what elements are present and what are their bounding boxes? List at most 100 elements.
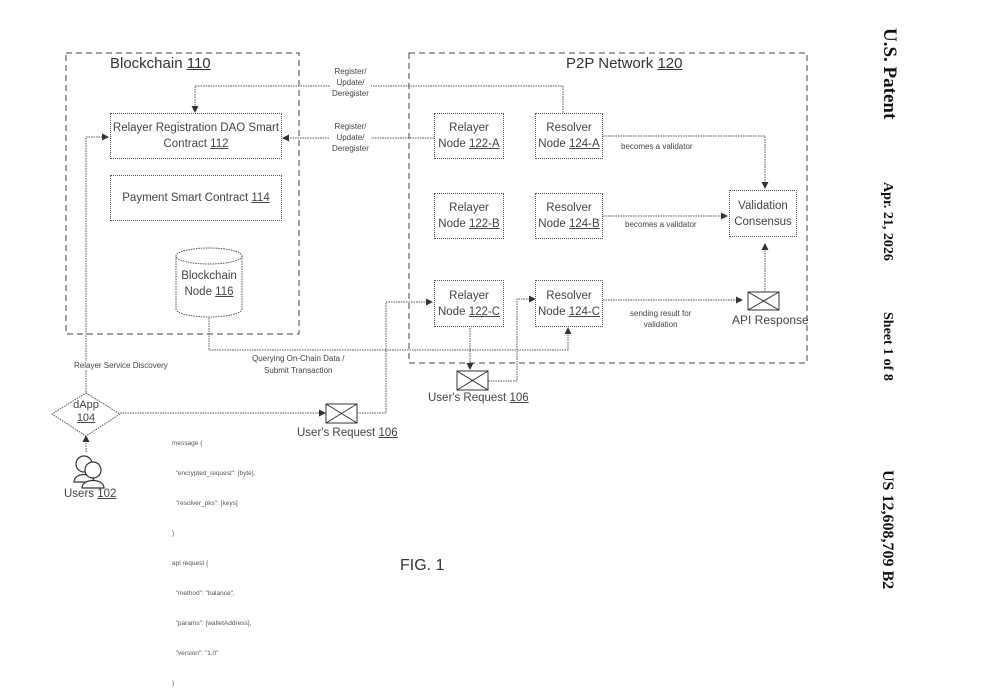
relayer-c-line2: Node bbox=[437, 305, 466, 318]
edge-validator-a bbox=[603, 135, 769, 189]
edge-label-register-top: Register/ Update/ Deregister bbox=[330, 66, 371, 99]
edge-label-querying: Querying On-Chain Data / Submit Transact… bbox=[252, 353, 345, 377]
register-top-l3: Deregister bbox=[332, 89, 369, 98]
blockchain-title-text: Blockchain bbox=[110, 55, 183, 72]
payload-line: } bbox=[172, 530, 175, 537]
relayer-b-line2: Node bbox=[438, 218, 466, 230]
blockchain-node-line1: Blockchain bbox=[181, 270, 237, 282]
header-sheet: Sheet 1 of 8 bbox=[880, 312, 895, 381]
register-mid-l1: Register/ bbox=[334, 122, 367, 131]
sending-result-l2: validation bbox=[643, 320, 678, 329]
payment-smart-contract: Payment Smart Contract 114 bbox=[110, 175, 282, 221]
blockchain-node-line2: Node bbox=[184, 286, 212, 298]
edge-label-register-mid: Register/ Update/ Deregister bbox=[330, 121, 371, 154]
blockchain-title: Blockchain 110 bbox=[110, 55, 211, 72]
resolver-c-line1: Resolver bbox=[546, 289, 592, 302]
dapp-diamond bbox=[51, 392, 121, 437]
resolver-a-line2: Node bbox=[538, 138, 566, 150]
register-top-l1: Register/ bbox=[334, 67, 367, 76]
user-request-text: User's Request bbox=[297, 427, 376, 439]
resolver-a-ref: 124-A bbox=[569, 138, 600, 150]
blockchain-node-cylinder bbox=[175, 247, 243, 318]
edge-request-to-relayer bbox=[357, 298, 433, 414]
dapp-label: dApp 104 bbox=[66, 399, 106, 425]
dapp-ref: 104 bbox=[76, 412, 96, 424]
relayer-a-line1: Relayer bbox=[449, 122, 489, 134]
edge-label-validator-a: becomes a validator bbox=[621, 142, 693, 151]
payload-line: "resolver_pks": [keys] bbox=[172, 500, 238, 507]
querying-l1: Querying On-Chain Data / bbox=[252, 354, 345, 363]
payment-contract-label: Payment Smart Contract bbox=[122, 192, 249, 204]
resolver-a-line1: Resolver bbox=[546, 122, 592, 134]
registration-contract-ref: 112 bbox=[210, 138, 229, 150]
resolver-c-line2: Node bbox=[537, 305, 566, 318]
relayer-a-ref: 122-A bbox=[469, 138, 500, 150]
user-request-label-lower: User's Request 106 bbox=[428, 392, 529, 404]
user-request-envelope-icon bbox=[325, 403, 358, 424]
payload-line: message { bbox=[172, 440, 203, 447]
register-top-l2: Update/ bbox=[336, 78, 365, 87]
relayer-c-line1: Relayer bbox=[449, 289, 489, 302]
relayer-b-ref: 122-B bbox=[469, 218, 500, 230]
blockchain-ref: 110 bbox=[186, 55, 211, 72]
consensus-line2: Consensus bbox=[734, 215, 792, 228]
sending-result-l1: sending result for bbox=[630, 309, 692, 318]
user-request-envelope-icon-lower bbox=[456, 370, 489, 391]
payload-line: "method": "balance", bbox=[172, 590, 235, 597]
p2p-frame bbox=[408, 52, 808, 364]
relayer-c-ref: 122-C bbox=[468, 305, 501, 318]
consensus-line1: Validation bbox=[738, 199, 788, 212]
edge-label-sending-result: sending result for validation bbox=[630, 308, 691, 330]
relayer-registration-contract: Relayer Registration DAO Smart Contract … bbox=[110, 113, 282, 159]
p2p-title-text: P2P Network bbox=[566, 55, 654, 72]
register-mid-l3: Deregister bbox=[332, 144, 369, 153]
header-publication: U.S. Patent bbox=[879, 28, 900, 120]
edge-querying bbox=[208, 318, 572, 351]
register-mid-l2: Update/ bbox=[336, 133, 365, 142]
edge-request-to-resolver bbox=[488, 295, 536, 382]
registration-contract-line2: Contract bbox=[163, 138, 207, 150]
payload-snippet: message { "encrypted_request": [byte], "… bbox=[172, 419, 255, 699]
user-request-label: User's Request 106 bbox=[297, 427, 398, 439]
payload-line: } bbox=[172, 680, 175, 687]
p2p-ref: 120 bbox=[657, 55, 683, 72]
diagram-lines bbox=[51, 52, 808, 489]
edge-label-service-discovery: Relayer Service Discovery bbox=[74, 361, 168, 370]
p2p-title: P2P Network 120 bbox=[566, 55, 682, 72]
user-request-text-lower: User's Request bbox=[428, 392, 507, 404]
relayer-a-line2: Node bbox=[438, 138, 466, 150]
resolver-c-ref: 124-C bbox=[568, 305, 601, 318]
api-response-envelope-icon bbox=[747, 291, 780, 311]
users-icon bbox=[73, 455, 105, 489]
figure-caption: FIG. 1 bbox=[400, 557, 445, 574]
users-label-text: Users bbox=[64, 488, 95, 500]
api-response-label: API Response bbox=[732, 313, 809, 327]
blockchain-node-ref: 116 bbox=[215, 286, 234, 298]
users-ref: 102 bbox=[97, 488, 117, 500]
payload-line: "params": [walletAddress], bbox=[172, 620, 252, 627]
resolver-b-line2: Node bbox=[538, 218, 566, 230]
resolver-b-line1: Resolver bbox=[546, 202, 592, 214]
header-date: Apr. 21, 2026 bbox=[880, 182, 895, 261]
registration-contract-line1: Relayer Registration DAO Smart bbox=[112, 122, 280, 134]
edge-label-validator-b: becomes a validator bbox=[625, 220, 697, 229]
edge-service-discovery bbox=[85, 133, 109, 392]
header-patent-number: US 12,608,709 B2 bbox=[879, 470, 896, 590]
user-request-ref-lower: 106 bbox=[509, 392, 529, 404]
payload-line: "version": "1.0" bbox=[172, 650, 219, 657]
querying-l2: Submit Transaction bbox=[264, 366, 333, 375]
resolver-b-ref: 124-B bbox=[569, 218, 600, 230]
dapp-label-text: dApp bbox=[73, 399, 99, 411]
payload-line: api request { bbox=[172, 560, 209, 567]
payment-contract-ref: 114 bbox=[251, 192, 270, 204]
blockchain-frame bbox=[65, 52, 300, 335]
relayer-b-line1: Relayer bbox=[449, 202, 489, 214]
edge-register-top bbox=[191, 85, 564, 115]
payload-line: "encrypted_request": [byte], bbox=[172, 470, 256, 477]
